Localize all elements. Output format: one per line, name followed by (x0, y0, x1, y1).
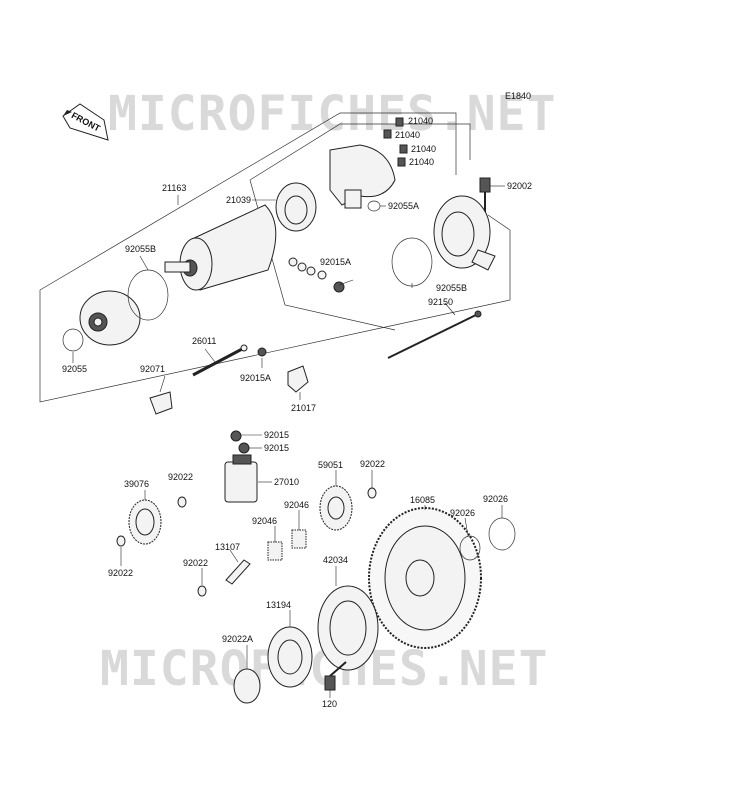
diagram-code: E1840 (505, 91, 531, 101)
label-13194: 13194 (266, 600, 291, 610)
o-ring-92055 (62, 328, 84, 352)
long-bolt-92150-part (387, 310, 482, 359)
boot-92071-part (149, 391, 173, 415)
label-92071: 92071 (140, 364, 165, 374)
label-92055a: 92055A (388, 201, 419, 211)
cap-21017-part (287, 365, 309, 393)
washer-92022-left (116, 535, 126, 547)
label-92055b-right: 92055B (436, 283, 467, 293)
washer-92022a-part (233, 668, 261, 704)
label-92022a: 92022A (222, 634, 253, 644)
starter-gear-16085-part (368, 507, 482, 649)
label-21040-b: 21040 (395, 130, 420, 140)
part-labels: 21040 21040 21040 21040 92002 21163 2103… (62, 116, 532, 709)
washer-92022-right (367, 487, 377, 499)
label-21017: 21017 (291, 403, 316, 413)
label-92002: 92002 (507, 181, 532, 191)
label-92015a-top: 92015A (320, 257, 351, 267)
leader-lines (72, 185, 505, 698)
ring-92026-b (488, 517, 516, 551)
bearing-13194-part (267, 626, 313, 688)
washer-92022-lower (197, 585, 207, 597)
label-59051: 59051 (318, 460, 343, 470)
starter-motor-frame (39, 112, 511, 403)
end-cover-part (79, 290, 141, 346)
label-92015-a: 92015 (264, 430, 289, 440)
label-21040-c: 21040 (411, 144, 436, 154)
gear-59051-part (319, 485, 353, 531)
label-27010: 27010 (274, 477, 299, 487)
label-92046-b: 92046 (252, 516, 277, 526)
washer-stack-part (288, 257, 345, 293)
label-39076: 39076 (124, 479, 149, 489)
label-92055: 92055 (62, 364, 87, 374)
label-21040-a: 21040 (408, 116, 433, 126)
terminal-26011-part (192, 344, 248, 377)
label-92046-a: 92046 (284, 500, 309, 510)
label-92022-a: 92022 (168, 472, 193, 482)
o-ring-92055b-left (127, 269, 169, 321)
label-92026-a: 92026 (450, 508, 475, 518)
front-arrow-icon: FRONT (62, 103, 109, 141)
o-ring-92055b-right (391, 237, 433, 287)
brush-plate-part (329, 144, 396, 209)
o-ring-92055a (367, 200, 381, 212)
bearing-92046-a (267, 541, 283, 561)
gear-39076-part (128, 499, 162, 545)
label-92055b-left: 92055B (125, 244, 156, 254)
label-21163: 21163 (162, 183, 186, 193)
brush-holder-part (275, 182, 317, 232)
label-92026-b: 92026 (483, 494, 508, 504)
label-92150: 92150 (428, 297, 453, 307)
label-92022-d: 92022 (183, 558, 208, 568)
relay-27010-part (224, 454, 258, 503)
brush-spring-group (383, 117, 408, 167)
label-21039: 21039 (226, 195, 251, 205)
bearing-92046-b (291, 529, 307, 549)
label-120: 120 (322, 699, 337, 709)
label-13107: 13107 (215, 542, 240, 552)
shaft-13107-part (225, 559, 251, 585)
nut-92015-group (230, 430, 250, 454)
clutch-42034-part (317, 585, 379, 671)
label-26011: 26011 (192, 336, 216, 346)
label-92022-b: 92022 (360, 459, 385, 469)
washer-92022-upper (177, 496, 187, 508)
yoke-part (164, 204, 277, 291)
nut-92015a-part (257, 347, 267, 357)
bolt-92002-part (479, 177, 491, 212)
label-21040-d: 21040 (409, 157, 434, 167)
ring-92026-a (459, 535, 481, 561)
label-92015a-bottom: 92015A (240, 373, 271, 383)
label-16085: 16085 (410, 495, 435, 505)
label-92015-b: 92015 (264, 443, 289, 453)
label-42034: 42034 (323, 555, 348, 565)
watermark-top: MICROFICHES.NET (108, 86, 556, 142)
rear-cover-part (433, 195, 496, 271)
label-92022-c: 92022 (108, 568, 133, 578)
